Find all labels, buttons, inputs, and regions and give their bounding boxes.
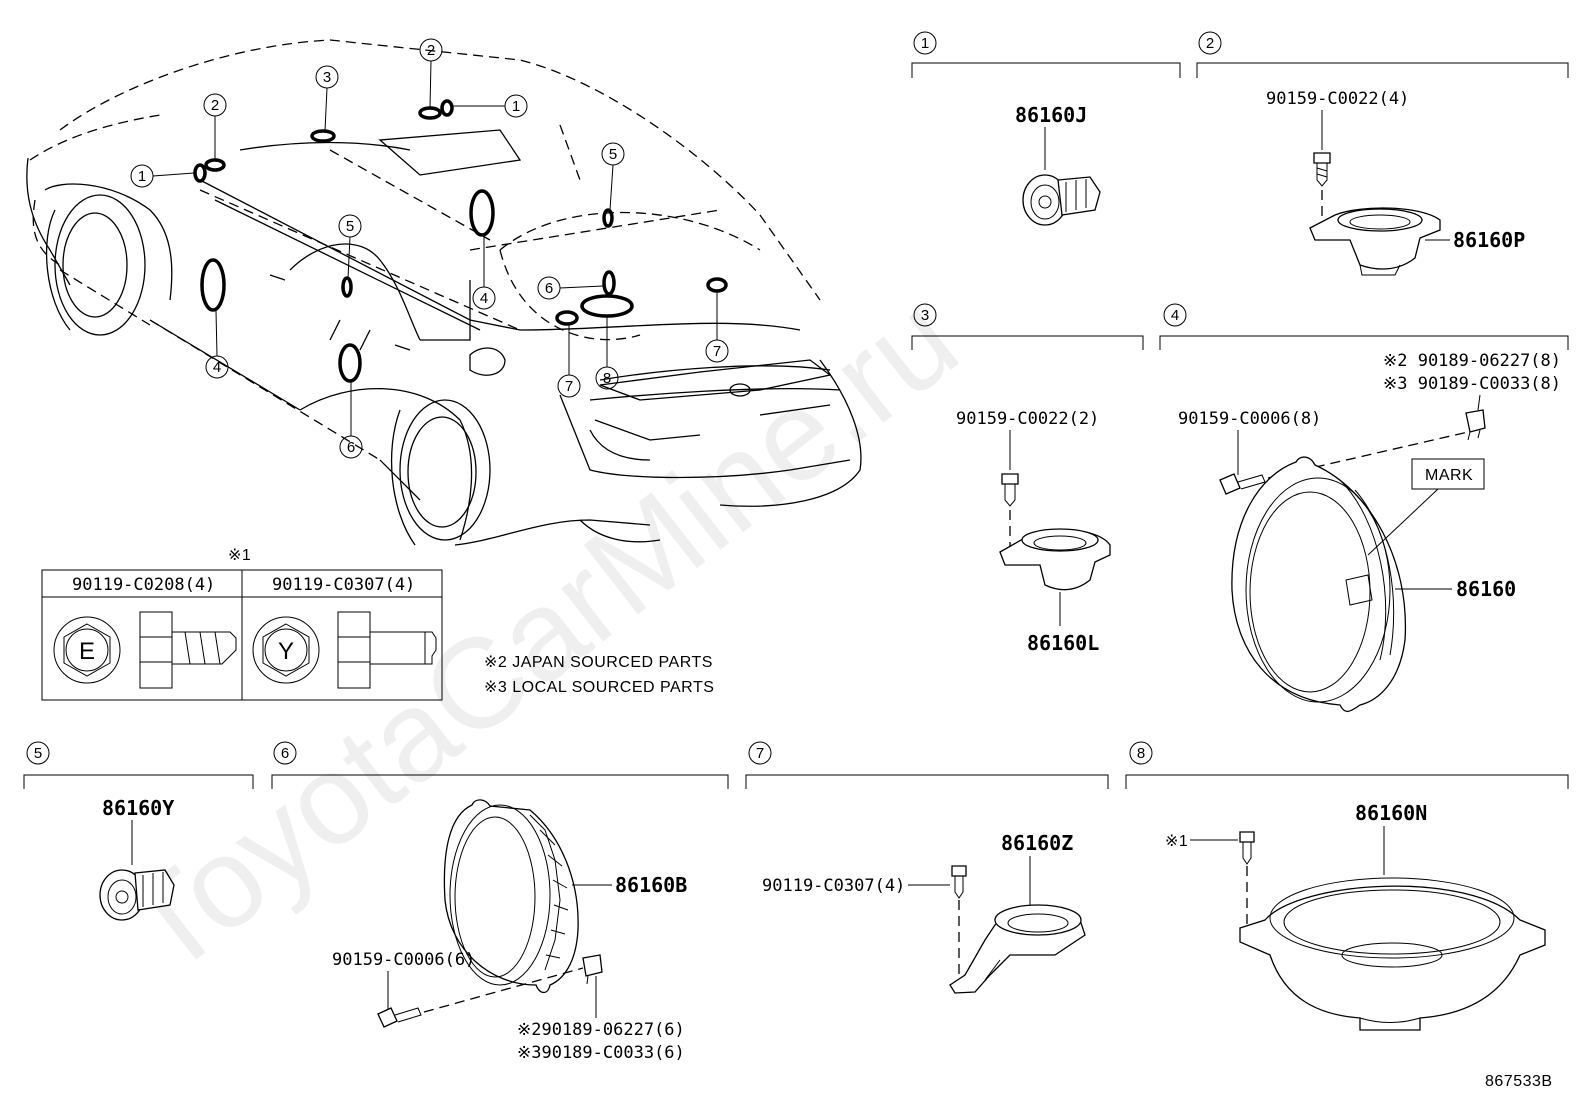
part-label-90159-C0006-8: 90159-C0006(8) bbox=[1178, 409, 1321, 429]
callout-5a: 5 bbox=[338, 214, 362, 279]
part-label-86160J: 86160J bbox=[1015, 103, 1087, 127]
speaker-86160B bbox=[443, 799, 579, 994]
callout-number: 6 bbox=[347, 439, 355, 456]
diagram-code: 867533B bbox=[1485, 1073, 1553, 1090]
callout-number: 2 bbox=[427, 42, 435, 59]
part-label-86160L: 86160L bbox=[1027, 631, 1099, 655]
screw bbox=[377, 1007, 422, 1028]
callout-number: 2 bbox=[211, 97, 219, 114]
screw bbox=[1219, 473, 1266, 495]
section-6: 6 86160B 90159-C0006(6) ※290189-06227(6)… bbox=[271, 741, 729, 1063]
callout-4b: 4 bbox=[472, 235, 496, 310]
section-number: 5 bbox=[34, 745, 42, 762]
part-label-90159-C0006-6: 90159-C0006(6) bbox=[332, 950, 475, 970]
section-number: 2 bbox=[1206, 35, 1214, 52]
bolt-side-Y-icon bbox=[337, 611, 437, 689]
table-header-90119-C0307: 90119-C0307(4) bbox=[272, 575, 415, 595]
callout-1b: 1 bbox=[452, 94, 528, 118]
car-illustration bbox=[26, 39, 862, 546]
part-label-note-1: ※1 bbox=[1165, 833, 1188, 850]
section-number: 4 bbox=[1171, 307, 1179, 324]
screw bbox=[1001, 473, 1019, 507]
part-label-90159-C0022-4: 90159-C0022(4) bbox=[1266, 89, 1409, 109]
callout-number: 7 bbox=[713, 343, 721, 360]
callout-7a: 7 bbox=[557, 324, 581, 398]
mark-box-label: MARK bbox=[1425, 467, 1473, 484]
tweeter-86160P bbox=[1309, 207, 1441, 276]
part-label-90189-06227-8: ※2 90189-06227(8) bbox=[1383, 351, 1561, 371]
section-8: 8 ※1 86160N bbox=[1125, 741, 1569, 1031]
car-callouts: 1 2 3 2 1 5 5 bbox=[130, 38, 729, 459]
section-3: 3 90159-C0022(2) 86160L bbox=[911, 303, 1144, 655]
note-japan-sourced: ※2 JAPAN SOURCED PARTS bbox=[484, 654, 713, 671]
part-label-90119-C0307-4: 90119-C0307(4) bbox=[762, 876, 905, 896]
callout-3: 3 bbox=[315, 65, 339, 132]
bolt-table: ※1 90119-C0208(4) 90119-C0307(4) E Y bbox=[41, 547, 443, 701]
speaker-86160N bbox=[1239, 877, 1546, 1031]
screw bbox=[1313, 152, 1331, 187]
part-label-86160N: 86160N bbox=[1355, 801, 1427, 825]
bolt-head-letter: Y bbox=[278, 638, 294, 665]
section-2: 2 90159-C0022(4) 86160P bbox=[1196, 31, 1569, 276]
callout-6a: 6 bbox=[339, 381, 363, 459]
part-label-86160: 86160 bbox=[1456, 577, 1516, 601]
callout-1a: 1 bbox=[130, 164, 195, 188]
part-label-86160Y: 86160Y bbox=[102, 796, 174, 820]
bolt-head-letter: E bbox=[79, 638, 95, 665]
callout-8: 8 bbox=[595, 316, 619, 390]
section-1: 1 86160J bbox=[911, 31, 1181, 226]
tweeter-86160Z bbox=[949, 904, 1086, 994]
tweeter-86160J bbox=[1022, 174, 1101, 226]
section-5: 5 86160Y bbox=[23, 741, 254, 921]
section-4: 4 ※2 90189-06227(8) ※3 90189-C0033(8) 90… bbox=[1159, 303, 1569, 713]
bolt-head-E-icon: E bbox=[53, 616, 121, 684]
table-header-90119-C0208: 90119-C0208(4) bbox=[72, 575, 215, 595]
section-number: 3 bbox=[921, 307, 929, 324]
screw bbox=[951, 865, 967, 899]
callout-number: 6 bbox=[545, 280, 553, 297]
tweeter-86160Y bbox=[99, 869, 175, 921]
tweeter-86160L bbox=[999, 528, 1111, 591]
callout-7b: 7 bbox=[705, 291, 729, 363]
notes: ※2 JAPAN SOURCED PARTS ※3 LOCAL SOURCED … bbox=[484, 654, 714, 696]
callout-number: 7 bbox=[565, 378, 573, 395]
part-label-86160P: 86160P bbox=[1453, 228, 1525, 252]
part-label-86160Z: 86160Z bbox=[1001, 831, 1073, 855]
callout-4a: 4 bbox=[205, 310, 229, 379]
clip-nut bbox=[1465, 409, 1486, 441]
part-label-90189-C0033-6: ※390189-C0033(6) bbox=[517, 1043, 685, 1063]
callout-number: 4 bbox=[213, 359, 221, 376]
part-label-90159-C0022-2: 90159-C0022(2) bbox=[956, 409, 1099, 429]
note-local-sourced: ※3 LOCAL SOURCED PARTS bbox=[484, 679, 714, 696]
speaker-86160 bbox=[1231, 456, 1407, 713]
bolt-head-Y-icon: Y bbox=[252, 616, 320, 684]
part-label-90189-06227-6: ※290189-06227(6) bbox=[517, 1020, 685, 1040]
section-number: 6 bbox=[281, 745, 289, 762]
clip-nut bbox=[582, 954, 603, 985]
callout-number: 1 bbox=[138, 168, 146, 185]
callout-5b: 5 bbox=[601, 142, 625, 211]
callout-number: 3 bbox=[323, 69, 331, 86]
callout-number: 8 bbox=[603, 370, 611, 387]
callout-number: 4 bbox=[480, 290, 488, 307]
callout-number: 1 bbox=[512, 98, 520, 115]
callout-number: 5 bbox=[346, 218, 354, 235]
callout-2b: 2 bbox=[419, 38, 443, 109]
screw bbox=[1239, 831, 1255, 865]
bolt-side-E-icon bbox=[139, 611, 237, 689]
section-number: 7 bbox=[756, 745, 764, 762]
part-label-90189-C0033-8: ※3 90189-C0033(8) bbox=[1383, 374, 1561, 394]
callout-6b: 6 bbox=[537, 276, 604, 300]
section-7: 7 86160Z 90119-C0307(4) bbox=[745, 741, 1109, 994]
callout-2a: 2 bbox=[203, 93, 227, 160]
section-number: 1 bbox=[921, 35, 929, 52]
table-note-ref: ※1 bbox=[228, 547, 251, 564]
section-number: 8 bbox=[1137, 745, 1145, 762]
part-label-86160B: 86160B bbox=[615, 873, 687, 897]
callout-number: 5 bbox=[609, 146, 617, 163]
